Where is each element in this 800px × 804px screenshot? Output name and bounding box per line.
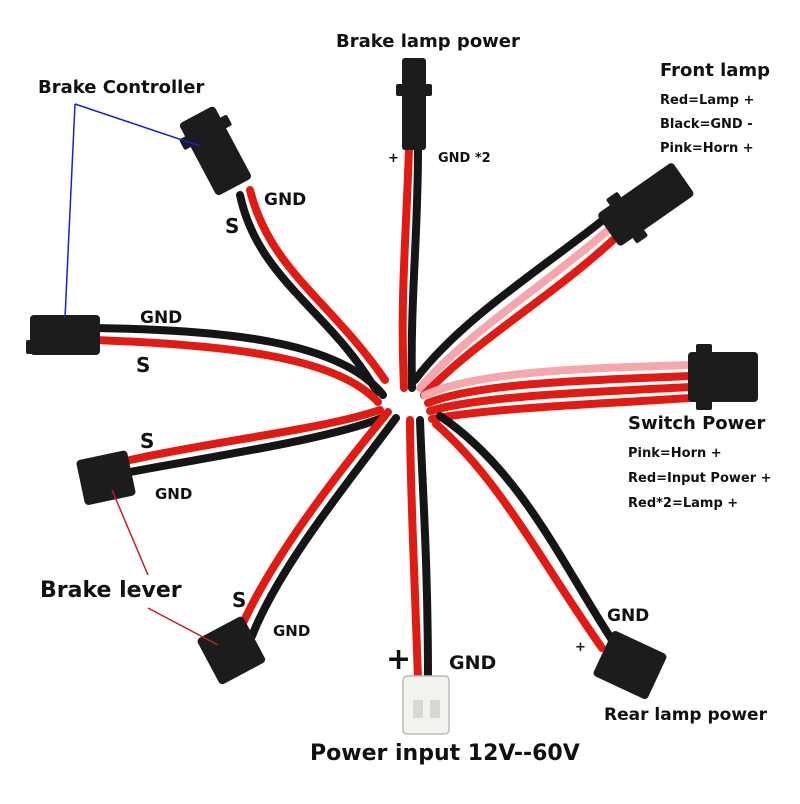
wire-lever-bottom-red xyxy=(236,408,392,634)
power-plus-label: + xyxy=(386,642,412,677)
switch-power-connector xyxy=(688,344,758,410)
bc-top-s-label: S xyxy=(225,214,240,238)
brake-controller-label: Brake Controller xyxy=(38,77,205,98)
front-pink-label: Pink=Horn + xyxy=(660,141,754,156)
bc-left-s-label: S xyxy=(136,353,151,377)
wire-brake-lamp-red xyxy=(398,144,413,392)
power-input-connector xyxy=(402,675,450,735)
wire-lever-bottom-black xyxy=(248,414,400,640)
wire-rear-red xyxy=(432,420,606,652)
switch-red-label: Red=Input Power + xyxy=(628,471,772,486)
pointer-brake-lever-top xyxy=(111,489,149,576)
wire-front-pink xyxy=(416,226,612,392)
lever-bottom-s-label: S xyxy=(232,588,247,612)
brake-lamp-connector xyxy=(396,58,432,150)
brake-lamp-power-label: Brake lamp power xyxy=(336,31,520,52)
connectors xyxy=(26,58,758,735)
wire-brake-lamp-black xyxy=(407,144,422,392)
brake-controller-left-connector xyxy=(26,315,100,355)
front-black-label: Black=GND - xyxy=(660,117,753,132)
lever-top-connector xyxy=(76,450,136,505)
wire-switch-red2 xyxy=(426,383,694,415)
wire-bc-top-black xyxy=(236,191,381,396)
brake-lamp-plus-label: + xyxy=(388,151,399,166)
wire-lever-top-red xyxy=(126,406,384,464)
brake-lever-label: Brake lever xyxy=(40,578,182,603)
wire-switch-pink xyxy=(421,361,694,399)
lever-top-gnd-label: GND xyxy=(155,485,193,503)
wire-bc-left-red xyxy=(91,336,382,406)
brake-lamp-gnd-label: GND *2 xyxy=(438,151,491,166)
wire-rear-black xyxy=(436,412,616,644)
rear-gnd-label: GND xyxy=(607,606,650,626)
wire-bc-top-red xyxy=(246,186,389,384)
wire-power-black xyxy=(416,416,432,684)
front-lamp-label: Front lamp xyxy=(660,60,771,81)
lever-bottom-connector xyxy=(197,616,266,685)
wire-switch-red1 xyxy=(424,372,694,407)
wire-front-black xyxy=(411,216,607,384)
pointer-brake-controller-top xyxy=(74,103,201,147)
rear-lamp-power-label: Rear lamp power xyxy=(604,705,767,725)
switch-power-label: Switch Power xyxy=(628,413,766,434)
front-lamp-connector xyxy=(598,163,694,246)
brake-controller-top-connector xyxy=(179,106,251,196)
bc-top-gnd-label: GND xyxy=(264,190,307,210)
wire-switch-red3 xyxy=(428,394,694,423)
power-input-label: Power input 12V--60V xyxy=(310,741,580,766)
switch-pink-label: Pink=Horn + xyxy=(628,446,722,461)
rear-lamp-connector xyxy=(593,630,667,700)
lever-top-s-label: S xyxy=(140,429,155,453)
pointer-brake-lever-bottom xyxy=(147,607,219,646)
wire-front-red xyxy=(420,236,617,399)
switch-red2-label: Red*2=Lamp + xyxy=(628,496,739,511)
front-red-label: Red=Lamp + xyxy=(660,93,755,108)
wire-lever-top-black xyxy=(126,414,386,476)
pointer-brake-controller-left xyxy=(64,103,76,319)
lever-bottom-gnd-label: GND xyxy=(273,622,311,640)
wire-power-red xyxy=(406,416,422,684)
rear-plus-label: + xyxy=(575,640,586,655)
power-gnd-label: GND xyxy=(449,652,497,674)
bc-left-gnd-label: GND xyxy=(140,308,183,328)
wire-bc-left-black xyxy=(91,324,387,399)
